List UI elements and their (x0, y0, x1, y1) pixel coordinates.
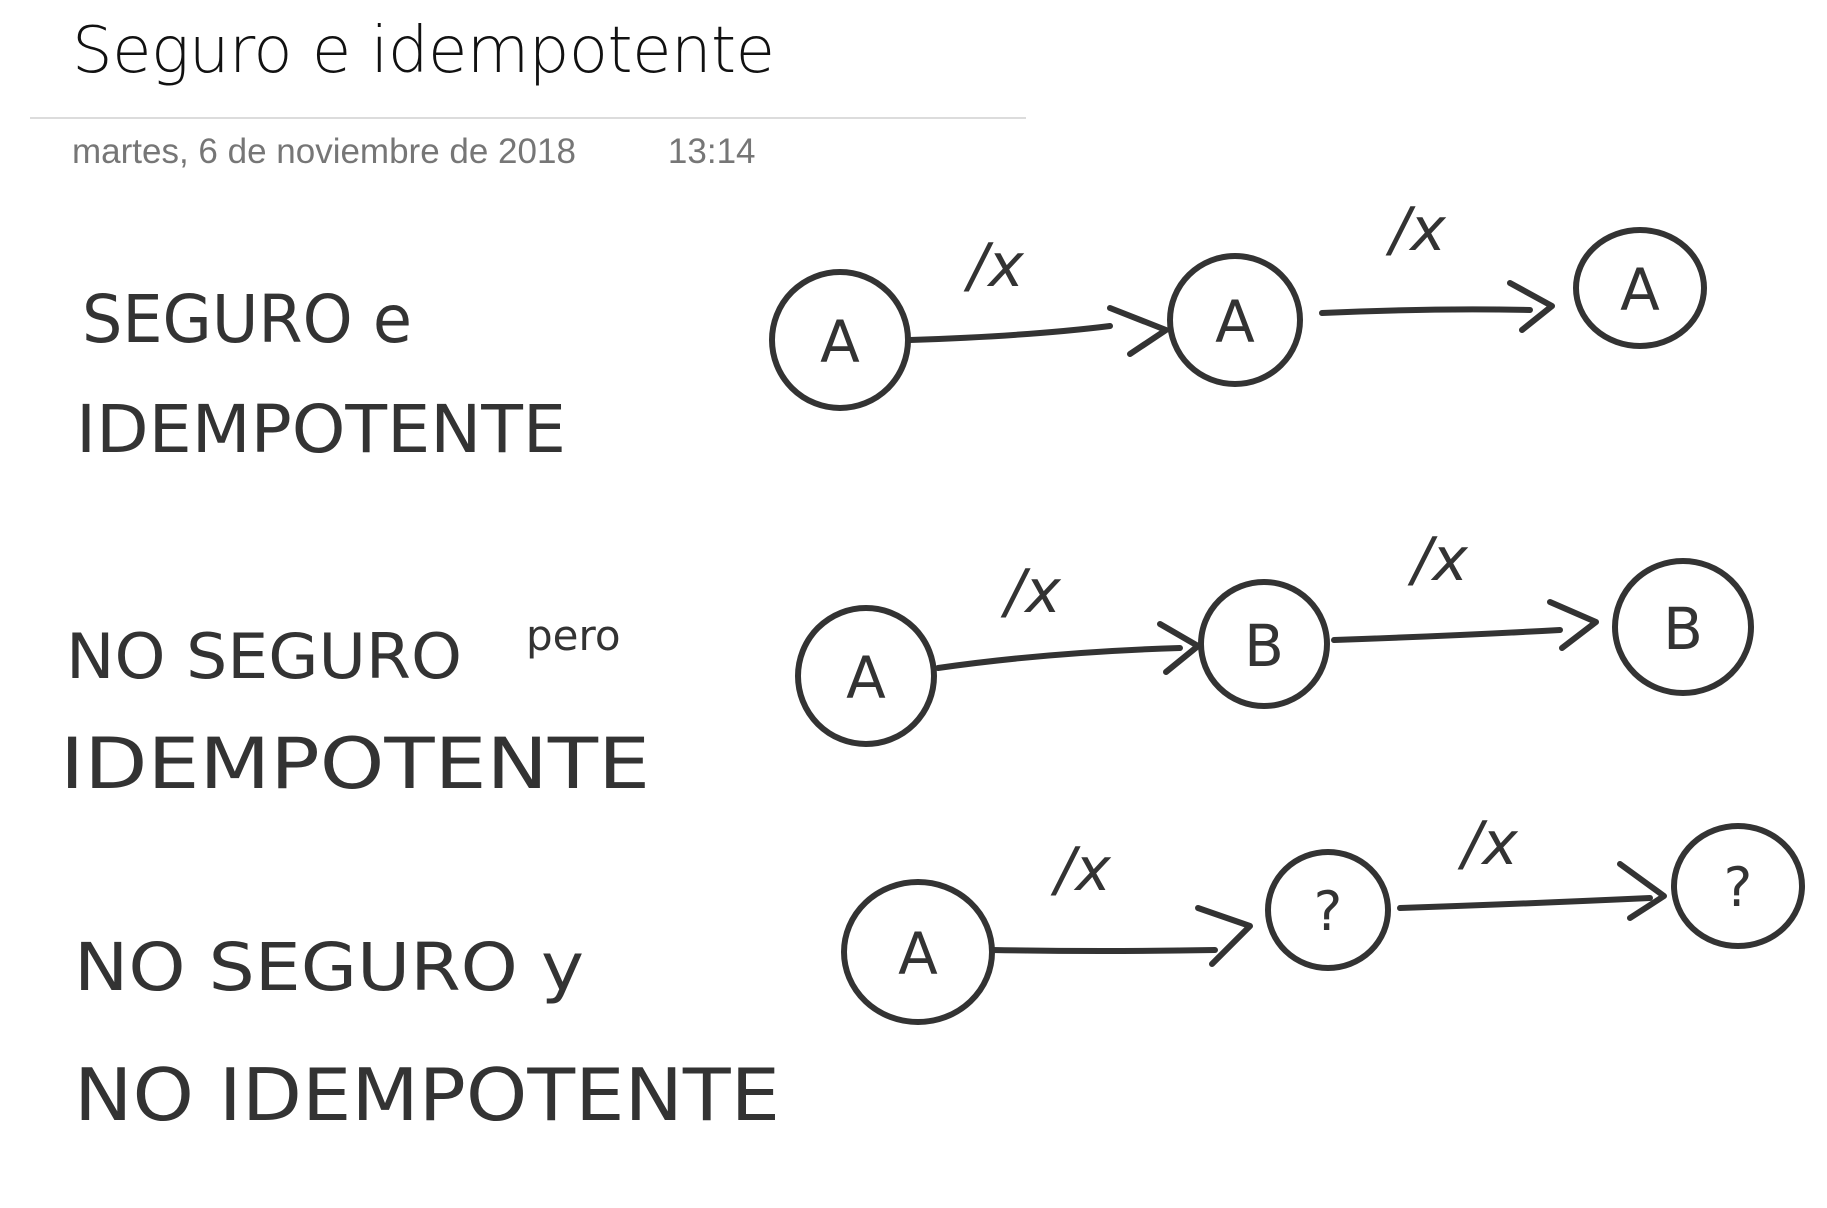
row-2-caption-line-2: IDEMPOTENTE (60, 723, 650, 805)
arrowhead (1547, 599, 1599, 651)
transition-arrow (1331, 627, 1563, 643)
page-time: 13:14 (667, 132, 756, 171)
transition-arrow (935, 645, 1183, 671)
state-label: A (1620, 256, 1660, 324)
page-date: martes, 6 de noviembre de 2018 (72, 132, 576, 171)
row-3-caption: NO SEGURO y NO IDEMPOTENTE (74, 929, 780, 1137)
arrowhead (1107, 305, 1169, 357)
transition-label: /x (1050, 835, 1111, 905)
row-3-caption-line-1: NO SEGURO y (74, 929, 584, 1006)
arrowhead (1507, 280, 1555, 333)
arrowhead (1617, 861, 1667, 921)
row-1-caption-line-1: SEGURO e (82, 281, 412, 358)
state-label: ? (1314, 880, 1343, 943)
arrowhead (1157, 621, 1201, 675)
page-date-line: martes, 6 de noviembre de 2018 13:14 (72, 132, 756, 172)
transition-arrow (1397, 895, 1653, 911)
row-2-caption-small: pero (526, 611, 621, 660)
transition-label: /x (963, 231, 1024, 301)
row-2-diagram: A B B /x /x (795, 525, 1754, 747)
transition-arrow (1319, 306, 1533, 316)
state-node (1265, 849, 1391, 971)
state-node (1167, 253, 1303, 387)
transition-label: /x (1407, 525, 1468, 595)
transition-arrow (989, 947, 1218, 954)
transition-arrow (907, 323, 1113, 343)
transition-label: /x (1457, 809, 1518, 879)
row-1-diagram: A A A /x /x (769, 195, 1707, 411)
state-label: A (846, 644, 886, 712)
title-divider (30, 117, 1026, 119)
state-label: A (898, 920, 938, 988)
state-node (1612, 558, 1754, 696)
page-title: Seguro e idempotente (72, 14, 775, 88)
state-node (1573, 227, 1707, 349)
row-2-caption: NO SEGURO pero IDEMPOTENTE (60, 611, 650, 805)
state-label: B (1663, 595, 1703, 663)
state-label: A (1215, 288, 1255, 356)
transition-label: /x (1000, 557, 1061, 627)
row-2-caption-line-1: NO SEGURO (66, 620, 462, 693)
state-label: A (820, 308, 860, 376)
row-3-diagram: A ? ? /x /x (841, 809, 1805, 1025)
state-label: ? (1724, 856, 1753, 919)
transition-label: /x (1385, 195, 1446, 265)
state-node (1198, 579, 1330, 709)
row-3-caption-line-2: NO IDEMPOTENTE (74, 1053, 780, 1137)
arrowhead (1195, 905, 1253, 967)
state-node (1671, 823, 1805, 949)
row-1-caption-line-2: IDEMPOTENTE (76, 391, 566, 468)
row-1-caption: SEGURO e IDEMPOTENTE (76, 281, 566, 468)
state-label: B (1244, 612, 1284, 680)
state-node (795, 605, 937, 747)
